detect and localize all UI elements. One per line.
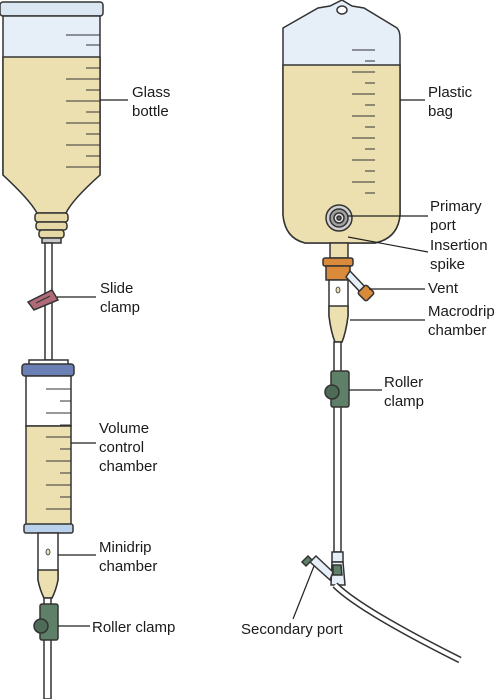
macrodrip-chamber-shape <box>328 279 349 343</box>
volume-control-chamber-shape <box>21 359 75 534</box>
secondary-port-shape <box>300 551 346 586</box>
roller-clamp-right-shape <box>324 370 350 408</box>
vent-shape <box>345 269 375 302</box>
primary-port-shape <box>325 204 353 232</box>
label-secondary-port: Secondary port <box>241 621 344 638</box>
tubing-lower-left <box>43 597 52 699</box>
label-glass-bottle: Glass bottle <box>132 84 175 120</box>
label-plastic-bag: Plastic bag <box>428 84 476 120</box>
label-slide-clamp: Slide clamp <box>100 280 140 316</box>
labels: Glass bottle Slide clamp Volume control … <box>92 84 499 638</box>
label-roller-clamp-left: Roller clamp <box>92 619 175 636</box>
glass-bottle-set <box>0 1 104 699</box>
plastic-bag <box>282 0 401 244</box>
label-macrodrip-chamber: Macrodrip chamber <box>428 303 499 339</box>
bag-scale <box>352 49 375 194</box>
label-vent: Vent <box>428 280 459 297</box>
roller-clamp-left-shape <box>33 603 59 641</box>
label-insertion-spike: Insertion spike <box>430 237 492 273</box>
bottle-scale <box>66 34 100 168</box>
label-primary-port: Primary port <box>430 198 486 234</box>
label-roller-clamp-right: Roller clamp <box>384 374 427 410</box>
plastic-bag-set <box>282 0 462 664</box>
leader-lines <box>57 99 429 627</box>
label-minidrip-chamber: Minidrip chamber <box>99 539 157 575</box>
label-volume-control-chamber: Volume control chamber <box>99 420 157 475</box>
glass-bottle <box>0 1 104 244</box>
insertion-spike-shape <box>322 242 354 281</box>
minidrip-chamber-shape <box>37 532 59 599</box>
